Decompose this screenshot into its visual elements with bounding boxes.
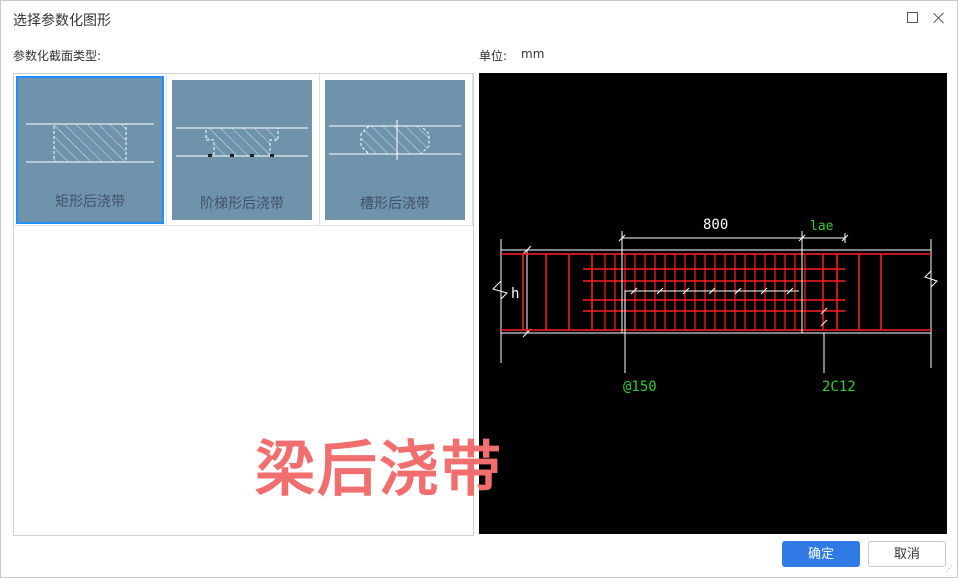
rectangular-thumbnail: 矩形后浇带 (16, 76, 164, 224)
ok-button[interactable]: 确定 (782, 541, 860, 567)
gallery-item-stepped[interactable]: 阶梯形后浇带 (167, 74, 320, 226)
dim-lae-label: lae (810, 219, 834, 234)
stepped-shape-icon (176, 127, 308, 157)
preview-canvas: h 800 lae (479, 73, 947, 534)
resize-grip-icon[interactable]: ⋰ (945, 564, 953, 573)
section-type-label: 参数化截面类型: (13, 49, 102, 63)
grooved-thumbnail: 槽形后浇带 (325, 80, 465, 220)
bars-label: 2C12 (822, 379, 856, 395)
unit-label: 单位: (479, 49, 508, 63)
section-type-gallery: 矩形后浇带 (13, 73, 474, 536)
gallery-item-label: 阶梯形后浇带 (200, 196, 284, 212)
stepped-thumbnail: 阶梯形后浇带 (172, 80, 312, 220)
dim-h-label: h (511, 286, 519, 302)
unit-value: mm (521, 47, 545, 61)
beam-post-cast-strip-drawing: h 800 lae (492, 217, 938, 395)
gallery-item-grooved[interactable]: 槽形后浇带 (320, 74, 473, 226)
gallery-item-label: 槽形后浇带 (360, 196, 430, 212)
close-icon[interactable] (932, 11, 946, 25)
rectangular-shape-icon (26, 123, 154, 163)
dim-800-label: 800 (703, 217, 728, 233)
overlay-title: 梁后浇带 (255, 435, 503, 505)
spacing-label: @150 (623, 379, 657, 395)
grooved-shape-icon (329, 120, 461, 160)
gallery-item-label: 矩形后浇带 (55, 194, 125, 210)
cancel-button[interactable]: 取消 (868, 541, 946, 567)
gallery-item-rectangular[interactable]: 矩形后浇带 (14, 74, 167, 226)
dialog-title: 选择参数化图形 (13, 13, 111, 29)
maximize-icon[interactable] (906, 11, 920, 25)
